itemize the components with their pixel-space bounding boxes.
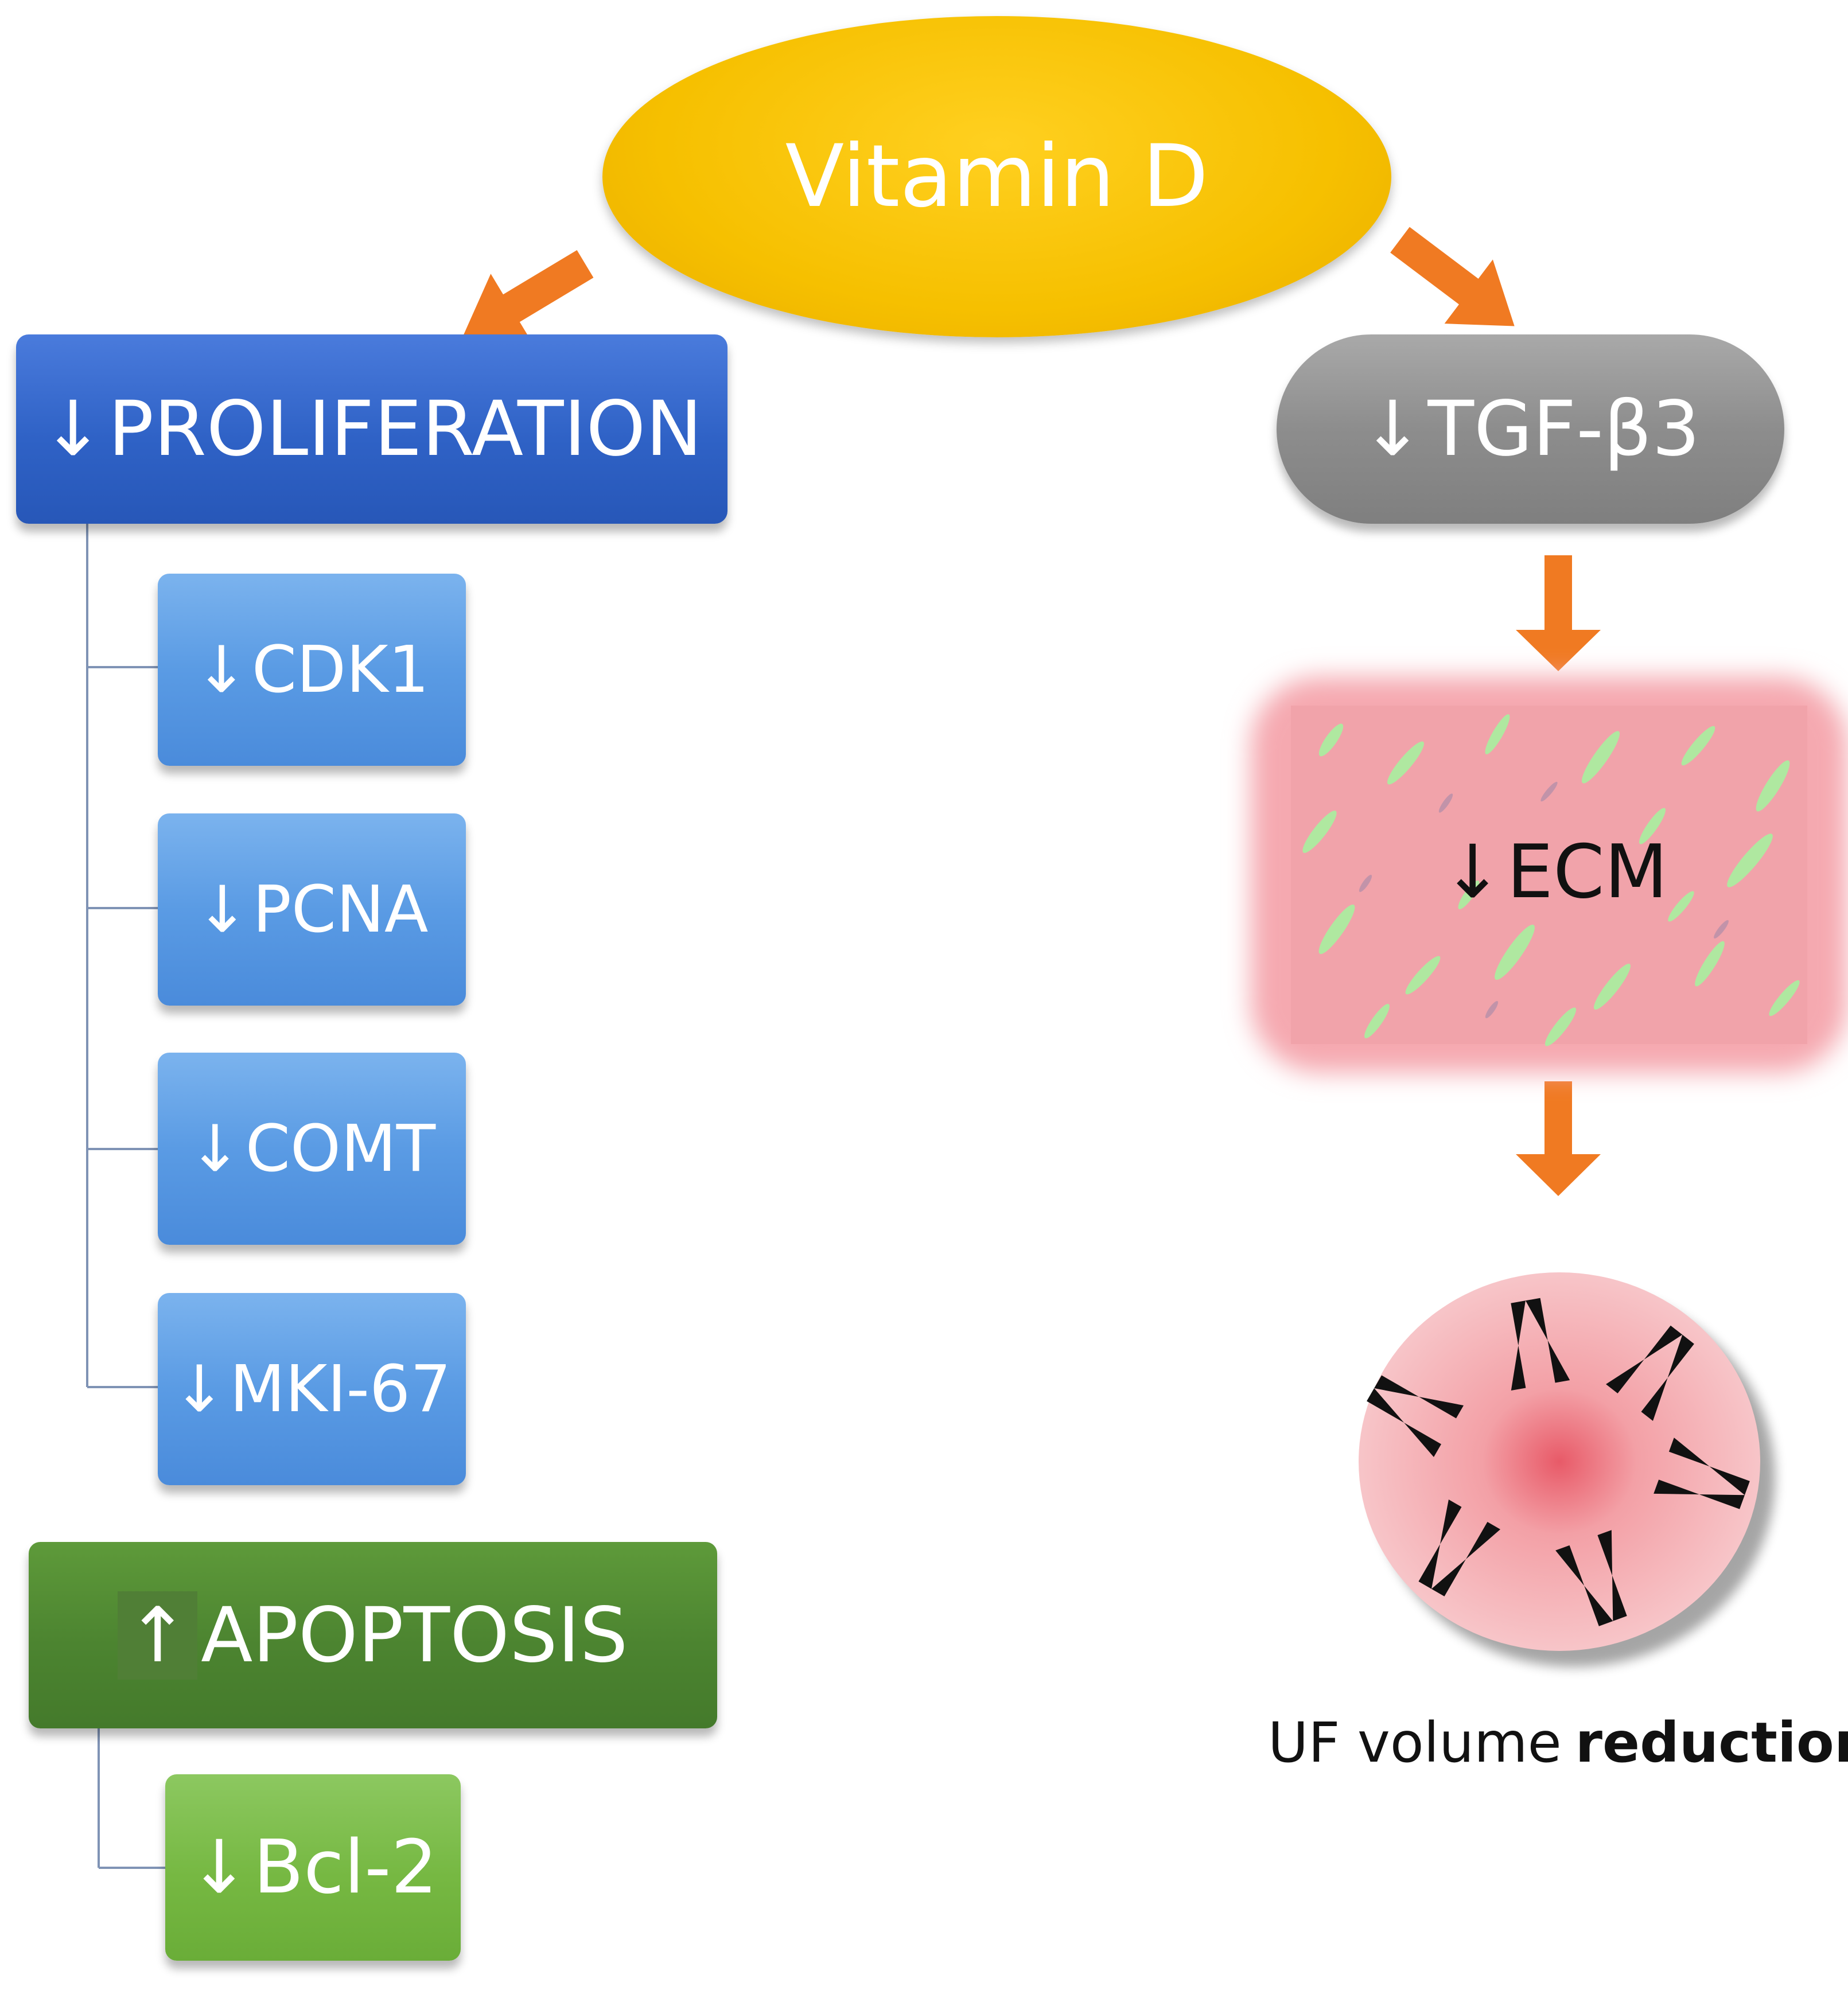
tgf-beta3-node: ↓ TGF-β3: [1277, 334, 1784, 524]
compression-arrow: [1654, 1438, 1750, 1509]
uf-volume-caption: UF volume reduction: [1268, 1703, 1848, 1783]
down-arrow-icon: ↓: [188, 1111, 242, 1186]
marker-pcna-node: ↓ PCNA: [158, 813, 466, 1006]
down-arrow-icon: ↓: [172, 1352, 227, 1427]
apoptosis-node: ↑ APOPTOSIS: [29, 1542, 717, 1728]
proliferation-node: ↓ PROLIFERATION: [16, 334, 727, 524]
ecm-tissue-image: [1251, 677, 1847, 1073]
marker-comt-node: ↓ COMT: [158, 1053, 466, 1245]
marker-mki67-node: ↓ MKI-67: [158, 1293, 466, 1485]
marker-cdk1-node: ↓ CDK1: [158, 574, 466, 766]
down-arrow-icon: ↓: [1442, 829, 1504, 915]
fibroid-circle: [1359, 1272, 1760, 1651]
arrow-tgf-to-ecm: [1516, 555, 1601, 671]
uf-reduction-emphasis: reduction: [1575, 1711, 1848, 1775]
compression-arrow: [1606, 1325, 1694, 1421]
ecm-label: ECM: [1507, 829, 1668, 915]
down-arrow-icon: ↓: [41, 385, 105, 473]
apoptosis-label: APOPTOSIS: [201, 1591, 628, 1680]
down-arrow-icon: ↓: [188, 1825, 250, 1910]
ecm-node: ↓ ECM: [1383, 803, 1727, 941]
down-arrow-icon: ↓: [1360, 385, 1425, 473]
marker-label: Bcl-2: [253, 1825, 438, 1910]
marker-label: CDK1: [251, 632, 429, 707]
proliferation-connector: [86, 524, 158, 1388]
arrow-vitd-to-proliferation: [462, 250, 594, 343]
vitamin-d-label: Vitamin D: [785, 127, 1209, 227]
tgf-beta3-label: TGF-β3: [1427, 385, 1701, 473]
vitamin-d-node: Vitamin D: [602, 16, 1391, 337]
marker-label: COMT: [245, 1111, 436, 1186]
down-arrow-icon: ↓: [195, 872, 250, 947]
compression-arrow: [1555, 1530, 1627, 1626]
arrow-vitd-to-tgf: [1390, 227, 1515, 326]
fibroid-volume-reduction-figure: [1359, 1272, 1775, 1667]
marker-bcl2-node: ↓ Bcl-2: [165, 1774, 461, 1961]
up-arrow-icon: ↑: [118, 1591, 198, 1680]
proliferation-label: PROLIFERATION: [108, 385, 703, 473]
marker-label: MKI-67: [229, 1352, 452, 1427]
marker-label: PCNA: [252, 872, 429, 947]
arrow-ecm-to-uf: [1516, 1081, 1601, 1196]
uf-volume-text: UF volume: [1268, 1711, 1562, 1775]
compression-arrow: [1511, 1298, 1570, 1391]
compression-arrows: [1367, 1298, 1750, 1626]
down-arrow-icon: ↓: [194, 632, 248, 707]
apoptosis-connector: [98, 1728, 165, 1869]
